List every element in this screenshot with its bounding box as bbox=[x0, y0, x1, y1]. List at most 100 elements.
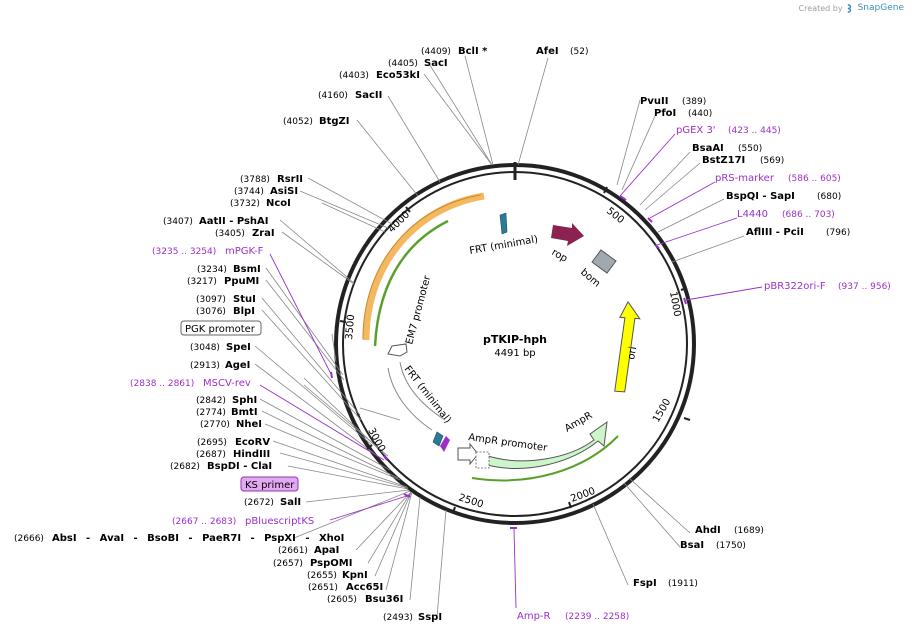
enzyme-blpi-pos: (3076) bbox=[196, 307, 226, 317]
frt-arc-2 bbox=[399, 361, 446, 421]
enzyme-ppumi-pos: (3217) bbox=[187, 277, 217, 287]
primer-pbluescriptks[interactable]: pBluescriptKS bbox=[245, 516, 314, 527]
enzyme-pvuii[interactable]: PvuII bbox=[640, 96, 668, 107]
enzyme-asisi-pos: (3744) bbox=[234, 187, 264, 197]
pgk-promoter-box[interactable] bbox=[180, 320, 262, 336]
enzyme-spei[interactable]: SpeI bbox=[226, 342, 251, 353]
enzyme-bsai[interactable]: BsaI bbox=[680, 540, 704, 551]
enzyme-ecorv[interactable]: EcoRV bbox=[235, 437, 270, 448]
enzyme-sphi[interactable]: SphI bbox=[232, 395, 257, 406]
primer-amp-r-pos: (2239 .. 2258) bbox=[565, 612, 629, 622]
enzyme-bsaai[interactable]: BsaAI bbox=[692, 143, 724, 154]
primer-l4440[interactable]: L4440 bbox=[737, 209, 768, 220]
enzyme-rsrii[interactable]: RsrII bbox=[277, 174, 303, 185]
enzyme-pfoi[interactable]: PfoI bbox=[654, 108, 676, 119]
enzyme-zrai[interactable]: ZraI bbox=[252, 228, 275, 239]
primer-mpgk-f[interactable]: mPGK-F bbox=[225, 246, 264, 257]
enzyme-stui-pos: (3097) bbox=[196, 295, 226, 305]
enzyme-stui[interactable]: StuI bbox=[233, 294, 256, 305]
enzyme-bsaai-pos: (550) bbox=[738, 144, 762, 154]
frt-feature-2[interactable] bbox=[432, 431, 444, 447]
enzyme-sspi-pos: (2493) bbox=[383, 613, 413, 623]
enzyme-fspi[interactable]: FspI bbox=[633, 578, 657, 589]
enzyme-ncoi[interactable]: NcoI bbox=[266, 198, 291, 209]
enzyme-bcli-pos: (4409) bbox=[421, 47, 451, 57]
rop-feature[interactable] bbox=[551, 223, 584, 246]
enzyme-apai-pos: (2661) bbox=[278, 546, 308, 556]
enzyme-bsu36i[interactable]: Bsu36I bbox=[365, 594, 403, 605]
enzyme-xhoi-group-pos: (2666) bbox=[14, 534, 44, 544]
enzyme-ahdi[interactable]: AhdI bbox=[695, 525, 721, 536]
primer-pgex3-pos: (423 .. 445) bbox=[728, 126, 781, 136]
enzyme-bsmi[interactable]: BsmI bbox=[233, 264, 261, 275]
ks-primer-box[interactable] bbox=[240, 476, 299, 492]
enzyme-bspdi-clai[interactable]: BspDI - ClaI bbox=[207, 461, 272, 472]
ori-feature[interactable] bbox=[614, 300, 641, 393]
enzyme-pfoi-pos: (440) bbox=[688, 109, 712, 119]
enzyme-afei[interactable]: AfeI bbox=[536, 46, 559, 57]
enzyme-pspomi[interactable]: PspOMI bbox=[310, 558, 352, 569]
primer-amp-r[interactable]: Amp-R bbox=[517, 611, 551, 622]
primer-labels: pGEX 3' (423 .. 445) pRS-marker (586 .. … bbox=[130, 125, 891, 622]
enzyme-bsai-pos: (1750) bbox=[716, 541, 746, 551]
enzyme-ppumi[interactable]: PpuMI bbox=[224, 276, 259, 287]
enzyme-btgzi-pos: (4052) bbox=[283, 117, 313, 127]
enzyme-zrai-pos: (3405) bbox=[215, 229, 245, 239]
scale-ticks bbox=[339, 186, 691, 514]
pgk-promoter-label: PGK promoter bbox=[185, 324, 256, 335]
ampr-promoter-feature[interactable] bbox=[457, 442, 479, 466]
frt-mark bbox=[440, 436, 450, 452]
enzyme-labels: AfeI (52) PvuII (389) PfoI (440) BsaAI (… bbox=[14, 46, 850, 623]
enzyme-sali[interactable]: SalI bbox=[280, 497, 301, 508]
rop-label: rop bbox=[550, 247, 570, 265]
plasmid-length: 4491 bp bbox=[494, 348, 535, 359]
enzyme-saci-pos: (4405) bbox=[388, 59, 418, 69]
enzyme-nhei[interactable]: NheI bbox=[236, 419, 262, 430]
ori-label: ori bbox=[626, 346, 639, 361]
enzyme-afliii-pos: (796) bbox=[826, 228, 850, 238]
bom-feature[interactable] bbox=[591, 249, 617, 274]
enzyme-kpni[interactable]: KpnI bbox=[342, 570, 368, 581]
enzyme-bmti-pos: (2774) bbox=[196, 408, 226, 418]
primer-pbr322ori-f[interactable]: pBR322ori-F bbox=[764, 281, 826, 292]
enzyme-eco53ki[interactable]: Eco53kI bbox=[376, 70, 420, 81]
enzyme-saci[interactable]: SacI bbox=[424, 58, 448, 69]
enzyme-btgzi[interactable]: BtgZI bbox=[319, 116, 350, 127]
enzyme-bstz17i[interactable]: BstZ17I bbox=[702, 155, 745, 166]
primer-mscv-rev-pos: (2838 .. 2861) bbox=[130, 379, 194, 389]
frt-feature-1[interactable] bbox=[499, 212, 508, 235]
enzyme-sacii[interactable]: SacII bbox=[355, 90, 382, 101]
enzyme-bspqi-sapi[interactable]: BspQI - SapI bbox=[726, 191, 795, 202]
enzyme-agei[interactable]: AgeI bbox=[225, 360, 250, 371]
enzyme-sacii-pos: (4160) bbox=[318, 91, 348, 101]
em7-promoter-feature[interactable] bbox=[387, 343, 408, 357]
enzyme-aatii-pos: (3407) bbox=[163, 217, 193, 227]
enzyme-sspi[interactable]: SspI bbox=[418, 612, 442, 623]
enzyme-acc65i[interactable]: Acc65I bbox=[346, 582, 383, 593]
enzyme-eco53ki-pos: (4403) bbox=[339, 71, 369, 81]
ks-primer-label: KS primer bbox=[245, 480, 295, 491]
ampr-feature[interactable] bbox=[486, 420, 608, 469]
primer-pgex3[interactable]: pGEX 3' bbox=[676, 125, 716, 136]
enzyme-afliii-pcii[interactable]: AflIII - PciI bbox=[746, 227, 804, 238]
enzyme-fspi-pos: (1911) bbox=[668, 579, 698, 589]
enzyme-asisi[interactable]: AsiSI bbox=[270, 186, 298, 197]
hph-feature[interactable] bbox=[362, 192, 485, 341]
enzyme-aatii-pshai[interactable]: AatII - PshAI bbox=[199, 216, 269, 227]
enzyme-apai[interactable]: ApaI bbox=[314, 545, 339, 556]
enzyme-hindiii[interactable]: HindIII bbox=[233, 449, 270, 460]
primer-mscv-rev[interactable]: MSCV-rev bbox=[203, 378, 251, 389]
primer-prs-marker[interactable]: pRS-marker bbox=[715, 173, 775, 184]
enzyme-hindiii-pos: (2687) bbox=[196, 450, 226, 460]
primer-l4440-pos: (686 .. 703) bbox=[782, 210, 835, 220]
enzyme-xhoi-group[interactable]: AbsI - AvaI - BsoBI - PaeR7I - PspXI - X… bbox=[52, 533, 344, 544]
credit-brand: SnapGene bbox=[857, 3, 904, 13]
enzyme-bcli[interactable]: BclI * bbox=[458, 46, 488, 57]
ampr-promoter-label: AmpR promoter bbox=[468, 432, 549, 454]
primer-pbluescriptks-pos: (2667 .. 2683) bbox=[172, 517, 236, 527]
enzyme-blpi[interactable]: BlpI bbox=[233, 306, 255, 317]
enzyme-bspdi-pos: (2682) bbox=[170, 462, 200, 472]
enzyme-pspomi-pos: (2657) bbox=[273, 559, 303, 569]
enzyme-bmti[interactable]: BmtI bbox=[231, 407, 258, 418]
leader-lines bbox=[254, 55, 745, 618]
